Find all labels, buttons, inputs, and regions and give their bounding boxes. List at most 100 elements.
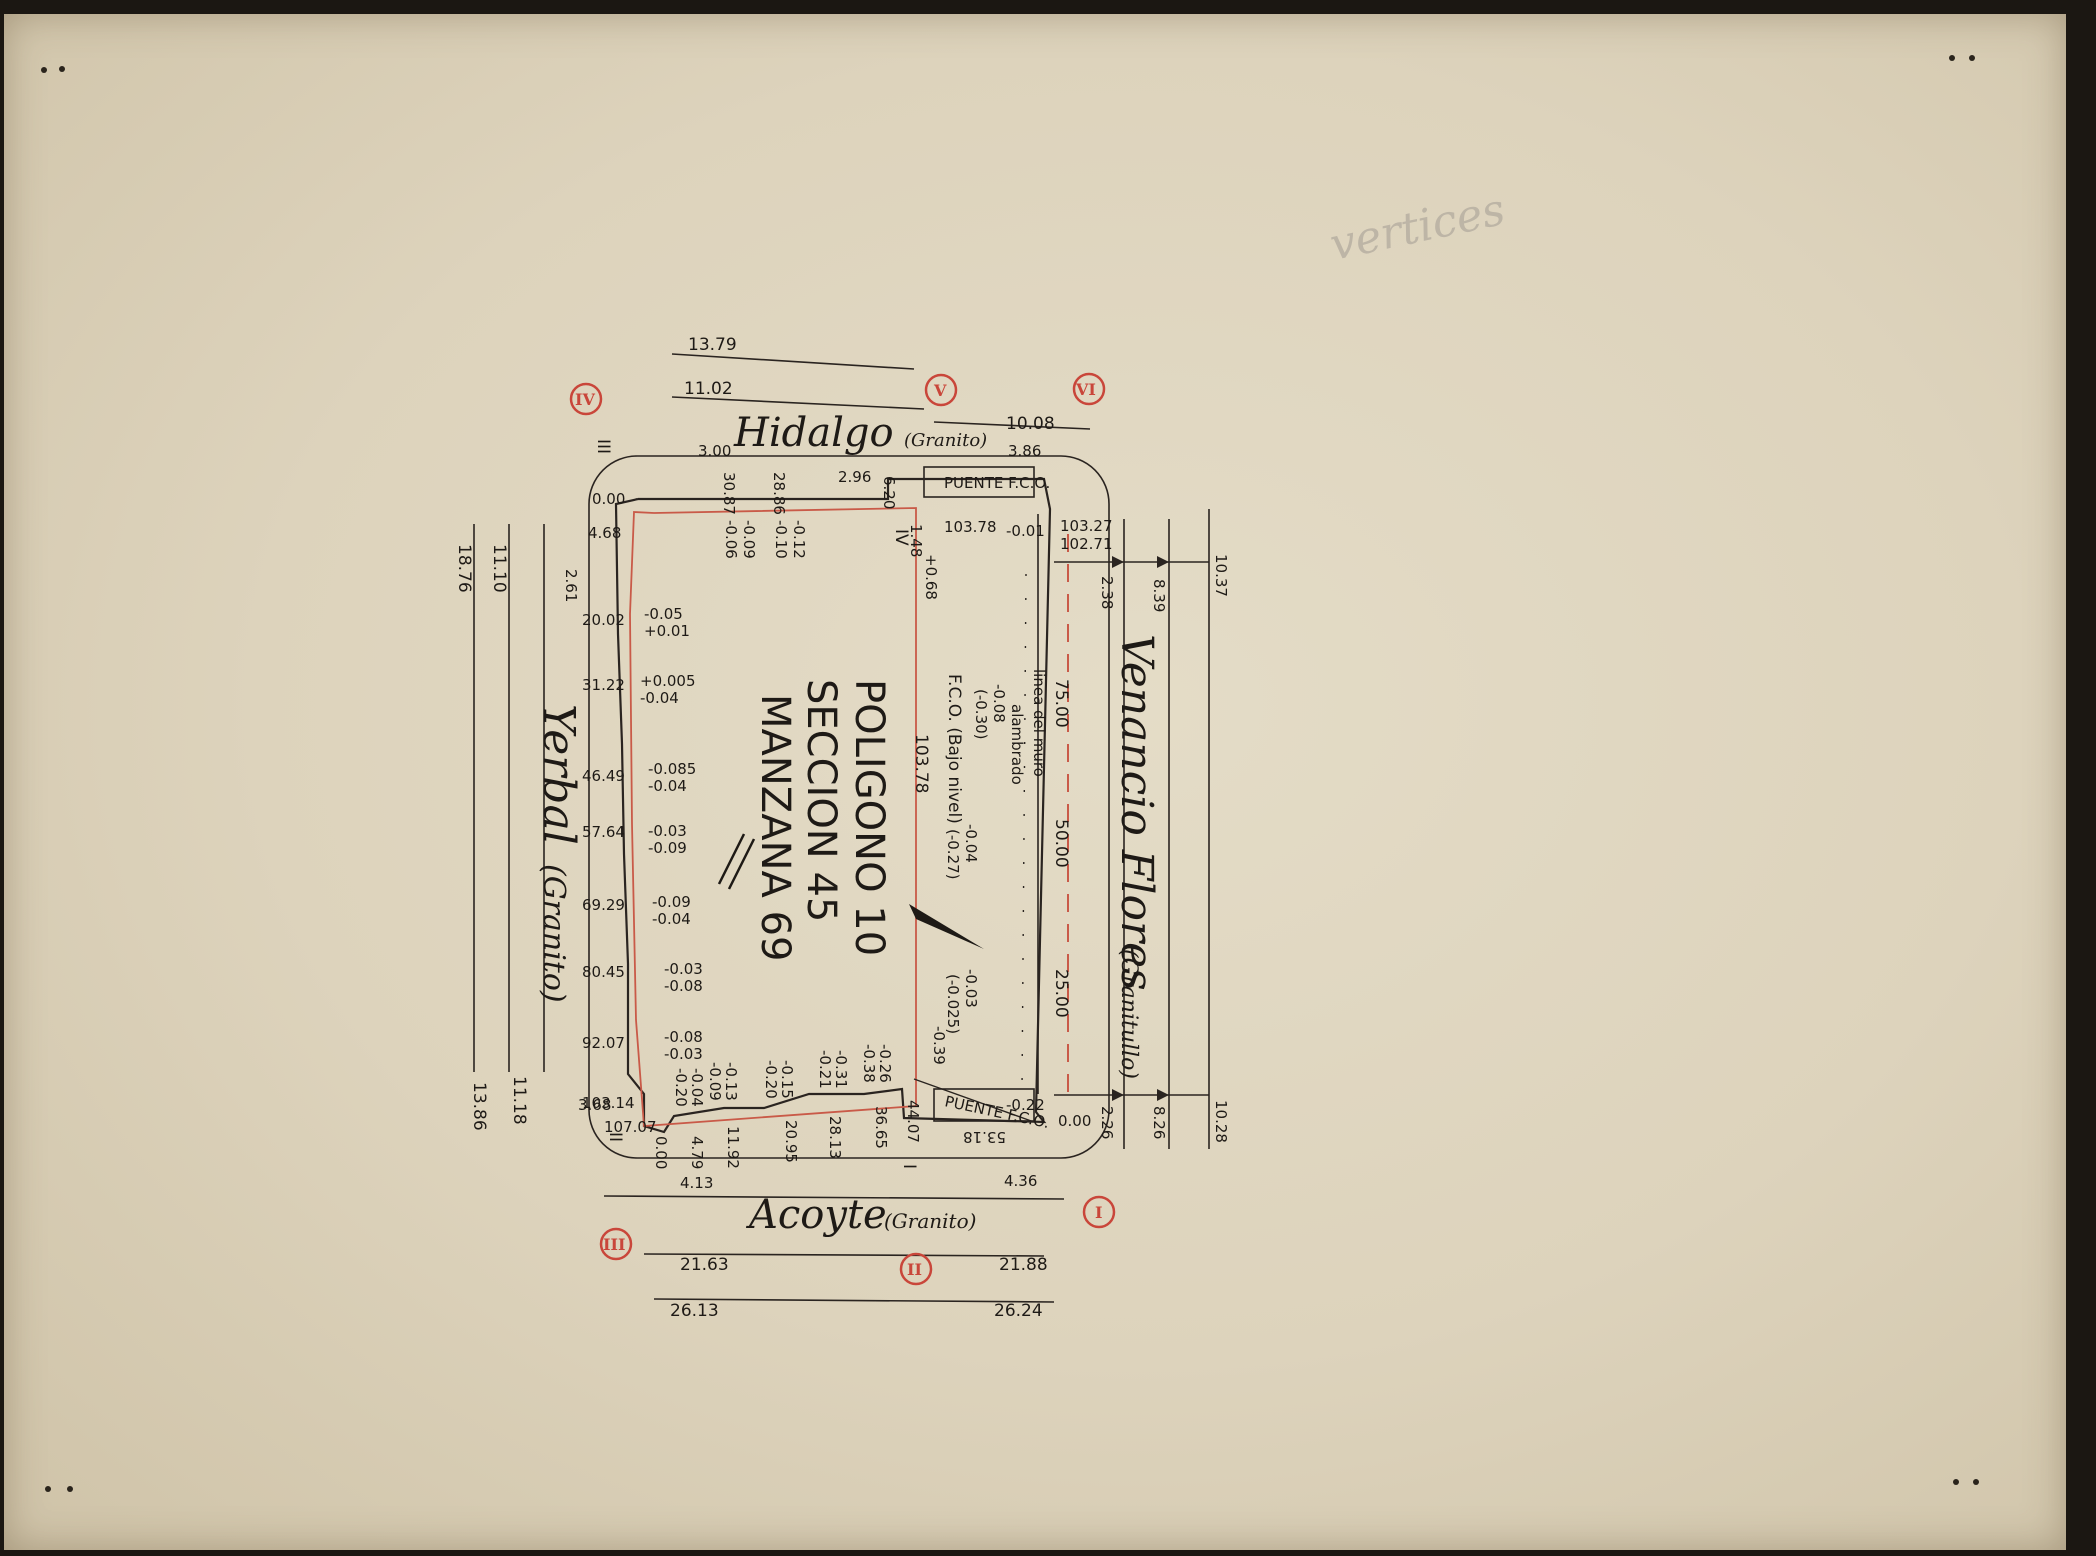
west-ch-3: 31.22 [582,676,625,694]
street-outline [588,455,1110,1159]
dim-right-4: 8.26 [1150,1106,1168,1139]
vertex-mark-i: I [1082,1195,1116,1229]
dim-right-0: 2.38 [1098,576,1116,609]
west-lv-3b: -0.09 [648,839,687,857]
north-lv-1a: -0.12 [790,520,808,559]
east-lv-0b: (-0.30) [972,689,990,740]
south-ch-3: 20.95 [782,1120,800,1163]
north-val-0: 30.87 [720,472,738,515]
east-lv-3b: -0.22 [1006,1096,1045,1114]
dim-top-5: 3.86 [1008,442,1041,460]
west-ch-1: 4.68 [588,524,621,542]
dim-bottom-2: 21.63 [680,1255,729,1275]
street-west-paving: (Granito) [536,864,571,1003]
binder-holes [41,55,1979,1492]
dim-right-1: 8.39 [1150,579,1168,612]
south-lv-0b: -0.20 [672,1068,690,1107]
corner-label-ii: II [605,1132,625,1142]
title-seccion: SECCION 45 [798,679,844,922]
dim-left-1: 11.10 [489,544,509,593]
east-lv-2a: -0.03 [962,969,980,1008]
west-ch-10: 107.07 [604,1118,657,1136]
corner-label-i: I [899,1164,919,1169]
south-ch-2: 11.92 [724,1126,742,1169]
alambrado-label: alambrado [1008,704,1026,785]
dim-left-2: 2.61 [562,569,580,602]
fco-label: F.C.O. (Bajo nivel) [944,674,964,824]
south-ch-7: 53.18 [963,1128,1006,1146]
svg-text:IV: IV [575,390,595,409]
south-lv-4b: -0.38 [860,1044,878,1083]
street-north-name: Hidalgo [733,410,894,456]
puente-south-diag [913,1078,1035,1123]
dim-top-3: 3.00 [698,442,731,460]
dimension-lines [473,353,1210,1303]
east-lv-1a: -0.04 [962,824,980,863]
south-lv-2a: -0.15 [778,1060,796,1099]
south-ch-6: 44.07 [904,1100,922,1143]
west-lv-2a: -0.085 [648,760,696,778]
east-ch-0: 75.00 [1051,679,1071,728]
svg-text:VI: VI [1075,380,1096,399]
west-lv-4a: -0.09 [652,893,691,911]
west-lv-0b: +0.01 [644,622,690,640]
west-ch-9: 103.14 [582,1094,635,1112]
svg-text:I: I [1095,1203,1102,1222]
west-lv-0a: -0.05 [644,605,683,623]
east-levels: -0.08 (-0.30) -0.04 (-0.27) -0.03 (-0.02… [930,684,1045,1114]
title-manzana: MANZANA 69 [752,694,798,961]
puente-north-label: PUENTE F.C.O. [944,474,1050,492]
south-lv-1a: -0.13 [722,1062,740,1101]
dim-top-0: 13.79 [688,335,737,355]
west-levels: -0.05 +0.01 +0.005 -0.04 -0.085 -0.04 -0… [640,605,703,1063]
west-ch-6: 69.29 [582,896,625,914]
south-ch-4: 28.13 [826,1116,844,1159]
south-lv-1b: -0.09 [706,1062,724,1101]
north-val-2: 6.20 [880,476,898,509]
street-south-paving: (Granito) [884,1209,976,1233]
west-ch-4: 46.49 [582,767,625,785]
east-lv-1b: (-0.27) [944,829,962,880]
east-val-1: 102.71 [1060,535,1113,553]
dim-bottom-3: 21.88 [999,1255,1048,1275]
north-val-3: 1.48 [907,524,925,557]
pencil-note: vertices [1326,184,1510,271]
east-lv-3a: -0.39 [930,1026,948,1065]
parcel-boundary [614,477,1052,1134]
fco-value: 103.78 [911,734,931,793]
street-east-name: Venancio Flores [1111,634,1162,991]
dim-top-4: 2.96 [838,468,871,486]
north-val-4: 103.78 [944,518,997,536]
svg-text:II: II [907,1260,922,1279]
map-sheet: vertices IV V VI III II I Hidalgo (Grani… [4,14,2066,1550]
dim-left-0: 18.76 [454,544,474,593]
south-lv-3b: -0.21 [816,1050,834,1089]
south-levels: -0.04 -0.20 -0.13 -0.09 -0.15 -0.20 -0.3… [672,1044,894,1107]
east-lv-0a: -0.08 [990,684,1008,723]
south-chainage: 0.00 4.79 11.92 20.95 28.13 36.65 44.07 … [652,1100,1006,1169]
south-ch-5: 36.65 [872,1106,890,1149]
linea-muro-label: linea del muro [1030,669,1048,777]
west-lv-1a: +0.005 [640,672,696,690]
west-ch-0: 0.00 [592,490,625,508]
street-west-name: Yerbal [533,704,584,845]
north-arrow-slash-icon [717,833,756,890]
north-arrow-icon [909,904,984,949]
north-val-1: 28.86 [770,472,788,515]
dim-right-3: 2.26 [1098,1106,1116,1139]
street-east-paving: (Granitullo) [1116,949,1141,1079]
south-lv-4a: -0.26 [876,1044,894,1083]
west-ch-8: 92.07 [582,1034,625,1052]
vertex-mark-iv: IV [569,382,603,416]
svg-text:III: III [603,1235,625,1254]
dim-top-2: 10.08 [1006,414,1055,434]
south-lv-0a: -0.04 [688,1068,706,1107]
north-val-5: -0.01 [1006,522,1045,540]
west-lv-1b: -0.04 [640,689,679,707]
east-ch-3: 0.00 [1058,1112,1091,1130]
north-values: 30.87 28.86 6.20 1.48 103.78 -0.01 -0.09… [720,472,1045,600]
north-lv-0a: -0.09 [740,520,758,559]
cadastral-plan: vertices IV V VI III II I Hidalgo (Grani… [41,55,1979,1492]
south-lv-3a: -0.31 [832,1050,850,1089]
west-lv-5b: -0.08 [664,977,703,995]
